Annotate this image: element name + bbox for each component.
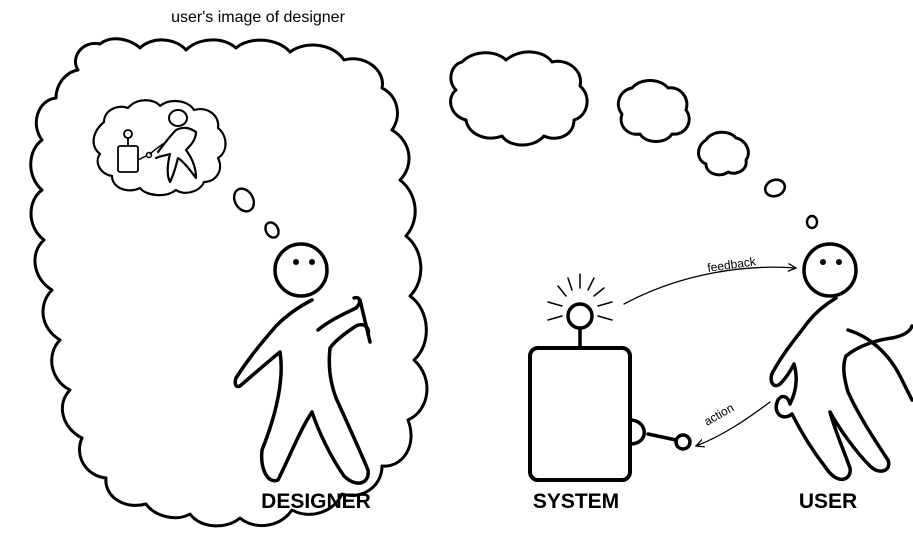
thought-dot-small <box>264 221 280 239</box>
system-light-rays <box>547 273 613 321</box>
system-light-bulb <box>566 302 594 330</box>
inner-thought-bubble <box>92 99 227 197</box>
system-box <box>528 346 632 482</box>
action-arrow <box>696 401 771 446</box>
user-body <box>769 296 913 481</box>
designer-eye-left <box>293 259 299 265</box>
user-thought-cloud-2 <box>616 79 691 143</box>
action-label: action <box>702 400 737 428</box>
user-eye-left <box>820 259 826 265</box>
designer-arm-right <box>316 295 362 332</box>
designer-eye-right <box>309 259 315 265</box>
system-lever-knob <box>674 433 692 451</box>
feedback-arrow <box>623 267 796 305</box>
big-thought-cloud <box>29 37 429 528</box>
user-thought-dot-large <box>763 178 787 198</box>
system-label: SYSTEM <box>533 490 619 513</box>
user-arm-back <box>846 328 913 402</box>
user-thought-cloud-3 <box>697 130 750 177</box>
feedback-label: feedback <box>706 254 757 275</box>
mini-system-knob <box>145 151 153 159</box>
system-lever-arm <box>646 432 678 442</box>
user-thought-dot-small <box>805 214 819 230</box>
caption-text: user's image of designer <box>171 9 345 26</box>
user-label: USER <box>799 490 857 513</box>
user-head <box>802 242 858 298</box>
designer-body <box>233 298 371 485</box>
mini-user-arm <box>149 141 167 155</box>
designer-pen <box>358 298 372 344</box>
designer-head <box>273 242 329 298</box>
mini-user-body <box>154 126 198 184</box>
mini-system-box <box>117 145 139 173</box>
user-thought-cloud-1 <box>449 50 589 147</box>
designer-label: DESIGNER <box>261 490 371 513</box>
mini-system-light <box>123 129 133 139</box>
mini-system-knob-arm <box>137 155 147 161</box>
thought-dot-large <box>232 187 256 213</box>
mini-user-head <box>168 109 188 127</box>
user-eye-right <box>836 259 842 265</box>
system-side-knob <box>628 418 646 446</box>
